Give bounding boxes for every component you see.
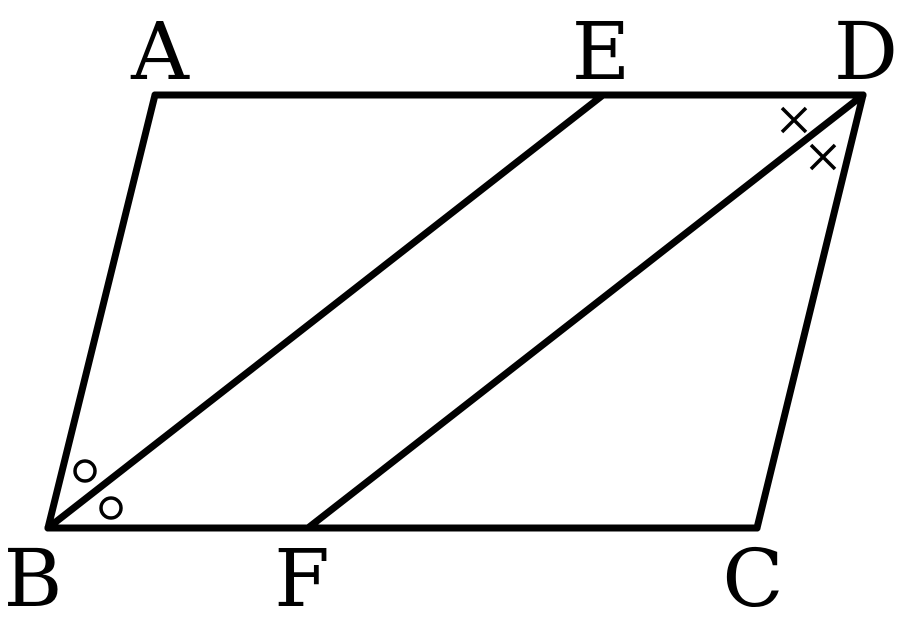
vertex-label-c: C (722, 532, 783, 625)
vertex-label-e: E (572, 5, 630, 98)
side-dc (753, 91, 867, 532)
side-ab (44, 91, 159, 532)
vertex-label-f: F (274, 532, 330, 625)
segment-be (44, 91, 607, 532)
angle-mark-cross-upper (780, 106, 808, 134)
segment-df (304, 91, 867, 532)
vertex-label-b: B (4, 532, 63, 625)
vertex-label-d: D (834, 5, 898, 98)
angle-marks-d (780, 106, 837, 171)
angle-mark-circle-upper (73, 459, 97, 483)
angle-marks-b (73, 459, 123, 520)
vertex-label-a: A (130, 5, 190, 98)
angle-mark-circle-lower (99, 496, 123, 520)
angle-mark-cross-lower (809, 143, 837, 171)
